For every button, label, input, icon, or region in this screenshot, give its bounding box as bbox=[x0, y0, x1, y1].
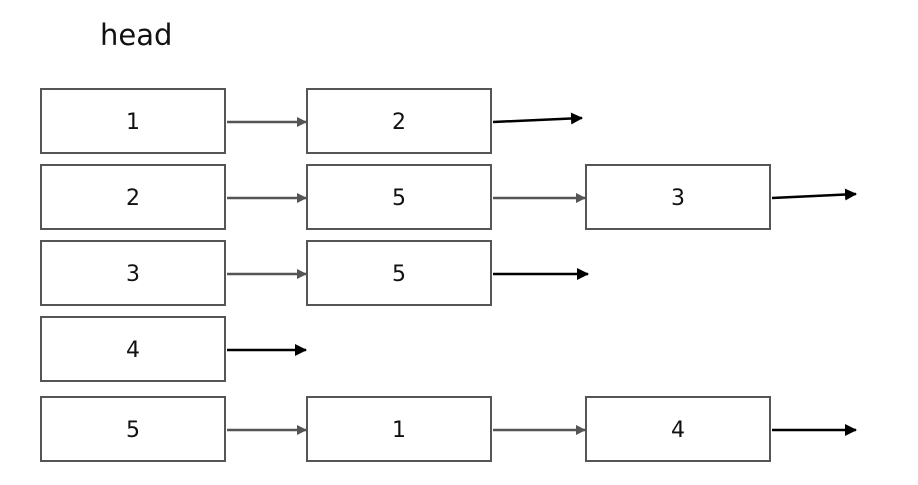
node-value: 3 bbox=[126, 262, 140, 287]
node-value: 1 bbox=[392, 418, 406, 443]
head-label: head bbox=[100, 18, 173, 52]
null-pointer-arrow bbox=[492, 112, 583, 125]
node-value: 2 bbox=[126, 186, 140, 211]
node-box bbox=[40, 164, 226, 230]
node-value: 1 bbox=[126, 110, 140, 135]
node-value: 5 bbox=[392, 186, 406, 211]
list-node: 1 bbox=[306, 396, 492, 462]
head-node: 2 bbox=[40, 164, 226, 230]
node-box bbox=[40, 88, 226, 154]
head-node: 5 bbox=[40, 396, 226, 462]
node-box bbox=[40, 396, 226, 462]
list-node: 5 bbox=[306, 164, 492, 230]
null-pointer-arrow bbox=[771, 188, 857, 201]
node-box bbox=[585, 396, 771, 462]
adjacency-row: 4 bbox=[40, 316, 307, 382]
node-value: 5 bbox=[392, 262, 406, 287]
node-box bbox=[40, 316, 226, 382]
node-box bbox=[306, 396, 492, 462]
node-box bbox=[306, 88, 492, 154]
list-node: 5 bbox=[306, 240, 492, 306]
node-value: 4 bbox=[671, 418, 685, 443]
node-box bbox=[306, 164, 492, 230]
node-box bbox=[40, 240, 226, 306]
node-value: 4 bbox=[126, 338, 140, 363]
head-node: 3 bbox=[40, 240, 226, 306]
node-value: 3 bbox=[671, 186, 685, 211]
list-node: 2 bbox=[306, 88, 492, 154]
adjacency-row: 2 5 3 bbox=[40, 164, 857, 230]
node-box bbox=[585, 164, 771, 230]
node-value: 2 bbox=[392, 110, 406, 135]
adjacency-row: 5 1 4 bbox=[40, 396, 857, 462]
node-box bbox=[306, 240, 492, 306]
list-node: 4 bbox=[585, 396, 771, 462]
list-node: 3 bbox=[585, 164, 771, 230]
head-node: 4 bbox=[40, 316, 226, 382]
node-value: 5 bbox=[126, 418, 140, 443]
head-node: 1 bbox=[40, 88, 226, 154]
